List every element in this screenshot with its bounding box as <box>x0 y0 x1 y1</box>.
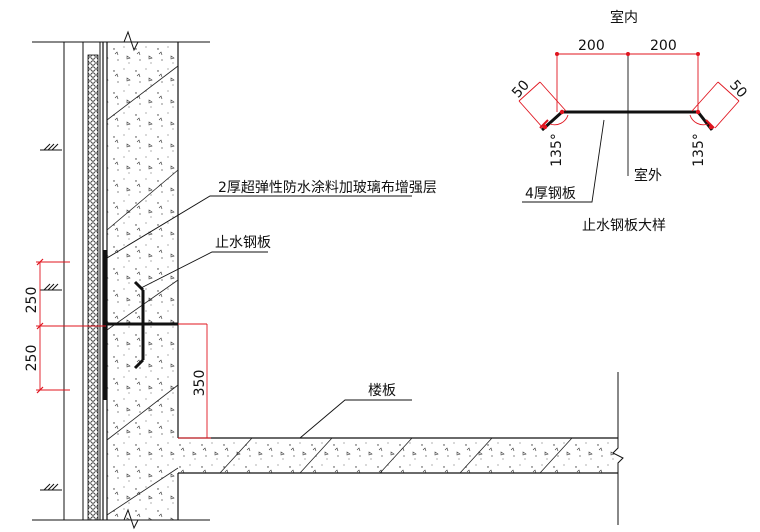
break-mark-bottom <box>123 508 139 530</box>
leaders <box>106 195 412 439</box>
earth-hatch <box>40 143 62 491</box>
floor-slab <box>178 372 624 525</box>
dim-angle-right: 135° <box>691 133 707 167</box>
dim-flange-left: 50 <box>509 77 533 101</box>
detail-plate-outline <box>540 110 714 132</box>
label-detail-title: 止水钢板大样 <box>582 218 666 234</box>
concrete-wall <box>107 42 178 520</box>
dim-angle-left: 135° <box>549 133 565 167</box>
label-waterstop-plate: 止水钢板 <box>215 235 271 251</box>
break-mark-top <box>123 30 139 52</box>
wall-section <box>32 30 210 530</box>
dim-spacing-lower: 250 <box>24 345 40 372</box>
label-plate-thickness: 4厚钢板 <box>525 186 576 202</box>
dim-height-to-slab: 350 <box>192 370 208 397</box>
dim-flange-right: 50 <box>726 77 750 101</box>
dim-half-width-right: 200 <box>650 38 677 54</box>
drainage-pebble-layer <box>87 54 99 521</box>
dim-half-width-left: 200 <box>578 38 605 54</box>
dim-spacing-upper: 250 <box>24 287 40 314</box>
label-outdoor: 室外 <box>634 167 662 184</box>
dimension-ticks <box>36 258 44 394</box>
label-indoor: 室内 <box>610 9 638 26</box>
slab-break-line <box>612 372 624 525</box>
label-floor-slab: 楼板 <box>368 383 396 399</box>
waterstop-detail <box>518 52 740 203</box>
label-coating-layer: 2厚超弹性防水涂料加玻璃布增强层 <box>218 179 437 196</box>
waterstop-plate-section <box>107 280 178 370</box>
